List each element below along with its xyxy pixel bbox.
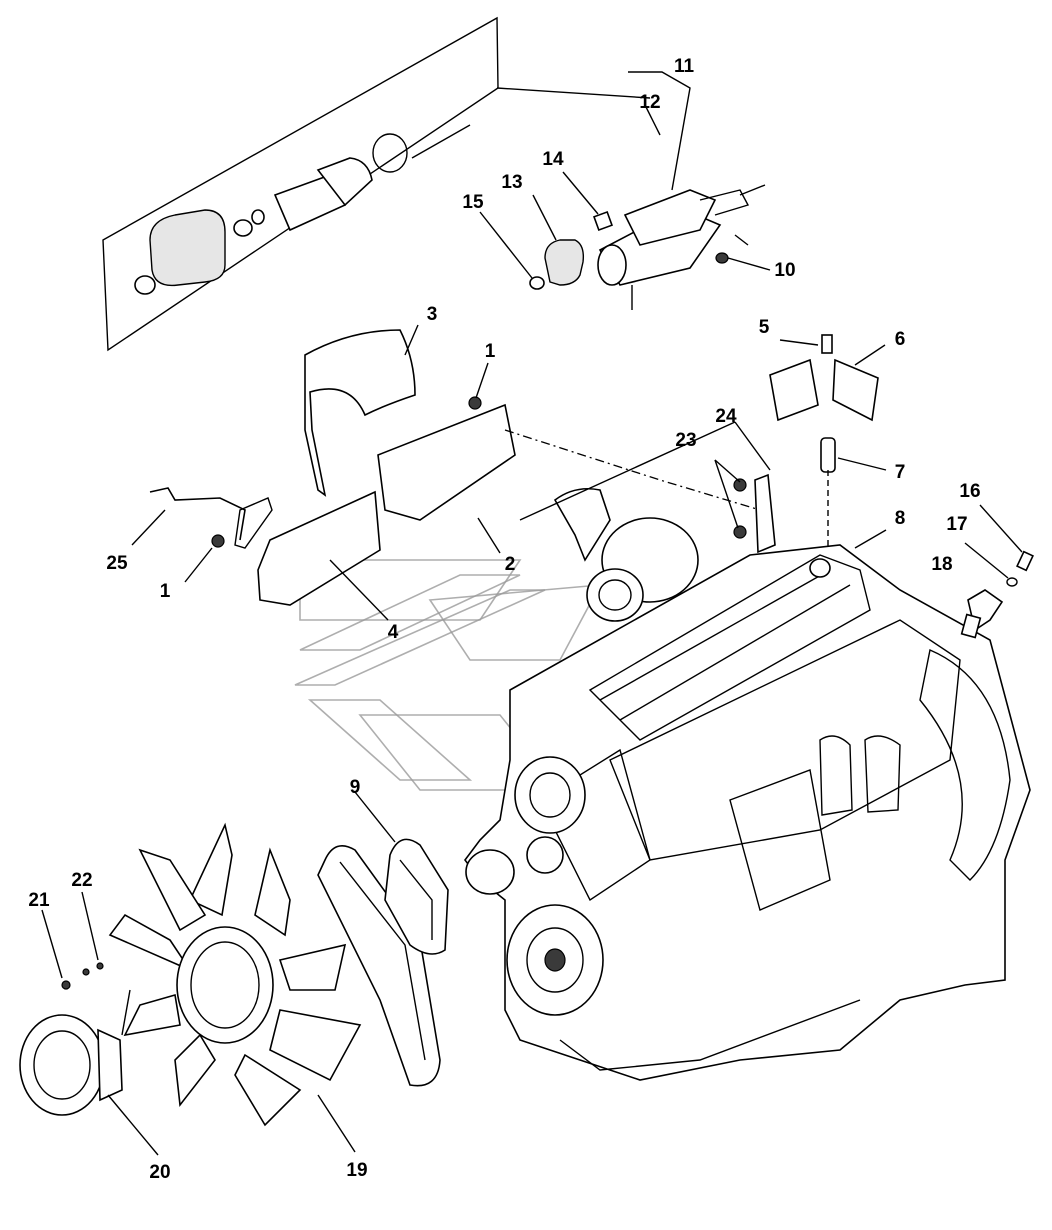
solenoid-cap (149, 209, 226, 287)
starter-nose (699, 189, 750, 216)
callout-4: 4 (388, 622, 399, 643)
turbocharger (553, 487, 699, 622)
heat-shield-right (377, 403, 516, 521)
o-ring (372, 133, 408, 173)
pipe (149, 487, 246, 541)
inset-frame (102, 16, 499, 352)
callout-10: 10 (774, 260, 795, 281)
sensor-bolt (1016, 550, 1034, 572)
engine-block (464, 544, 1031, 1081)
starter-motor-group (529, 71, 766, 310)
terminal-plate (593, 211, 613, 231)
heat-shield-left (257, 490, 381, 606)
callout-18: 18 (931, 554, 952, 575)
leader-lines (41, 104, 1023, 1156)
oil-cap (809, 558, 831, 578)
pipe-bracket (234, 497, 273, 549)
bracket-right (832, 358, 879, 422)
callout-9: 9 (350, 777, 361, 798)
idler-pulley (465, 849, 515, 895)
callout-1-top: 1 (485, 341, 496, 362)
callout-24: 24 (715, 406, 737, 427)
starter-end (597, 244, 627, 286)
fan-drive-group (19, 962, 131, 1116)
cooling-fan (108, 822, 362, 1127)
fan-blade-6 (174, 1033, 216, 1108)
callout-25: 25 (106, 553, 128, 574)
callout-12: 12 (639, 92, 660, 113)
washer (251, 209, 265, 225)
callout-17: 17 (946, 514, 967, 535)
shield-nut-bottom (211, 534, 225, 548)
bracket-left (769, 358, 819, 422)
fan-blade-4 (269, 1009, 362, 1082)
solenoid-coil (316, 157, 373, 207)
callout-13: 13 (501, 172, 522, 193)
plunger-rod (411, 124, 471, 159)
sensor-group (960, 550, 1034, 639)
watermark-logo (294, 559, 602, 791)
drive-shaft (97, 1028, 123, 1102)
starter-solenoid (623, 189, 717, 246)
bracket-bolt (821, 334, 833, 354)
callout-19: 19 (346, 1160, 367, 1181)
fan-blade-2 (254, 847, 291, 937)
drive-nut (61, 980, 71, 990)
pipe-assembly (149, 487, 273, 549)
upper-pulley (514, 756, 586, 834)
callout-21: 21 (28, 890, 50, 911)
terminal-nut (529, 276, 545, 290)
terminal-cover (544, 239, 585, 286)
plate-bracket (754, 473, 776, 554)
viscous-drive (19, 1014, 105, 1116)
sensor-washer (1006, 577, 1018, 587)
turbo-outlet (586, 568, 644, 622)
engine-outline (464, 544, 1031, 1081)
callout-1-bottom: 1 (160, 581, 171, 602)
belt-long (317, 844, 441, 1087)
callout-5: 5 (759, 317, 770, 338)
fan-hub (176, 926, 274, 1044)
callout-labels: 1 1 2 3 4 5 6 7 8 9 10 11 12 13 14 15 16… (28, 56, 980, 1183)
heat-shield-group (211, 329, 761, 606)
callout-20: 20 (149, 1162, 170, 1183)
callout-11: 11 (674, 56, 695, 77)
ecu-module (729, 769, 831, 911)
fan-blade-1 (188, 822, 233, 917)
cap-nut (134, 275, 156, 295)
callout-7: 7 (895, 462, 906, 483)
callout-23: 23 (675, 430, 696, 451)
bracket-group (733, 334, 879, 554)
fan-blade-3 (278, 943, 347, 991)
oil-filter (864, 735, 901, 813)
turbo-intake-elbow (553, 487, 611, 562)
spacer-sleeve (820, 437, 836, 473)
callout-14: 14 (542, 149, 564, 170)
callout-22: 22 (71, 870, 92, 891)
flywheel-housing (919, 649, 1011, 881)
callout-8: 8 (895, 508, 906, 529)
heat-shield-upper (304, 329, 416, 497)
callout-6: 6 (895, 329, 906, 350)
drive-belts (317, 838, 449, 1087)
fan-blade-7 (123, 993, 181, 1037)
timing-cover (539, 748, 651, 902)
callout-15: 15 (462, 192, 484, 213)
solenoid-nut (233, 219, 253, 237)
callout-16: 16 (959, 481, 980, 502)
fuel-filter (819, 735, 853, 816)
callout-2: 2 (505, 554, 516, 575)
tensioner (526, 836, 564, 874)
solenoid-kit-inset (102, 16, 651, 352)
fan-blade-9 (138, 848, 207, 932)
shield-nut-top (468, 396, 482, 410)
mount-nut (715, 252, 729, 264)
valve-cover (588, 554, 871, 741)
fan-blade-5 (234, 1053, 302, 1127)
callout-3: 3 (427, 304, 438, 325)
